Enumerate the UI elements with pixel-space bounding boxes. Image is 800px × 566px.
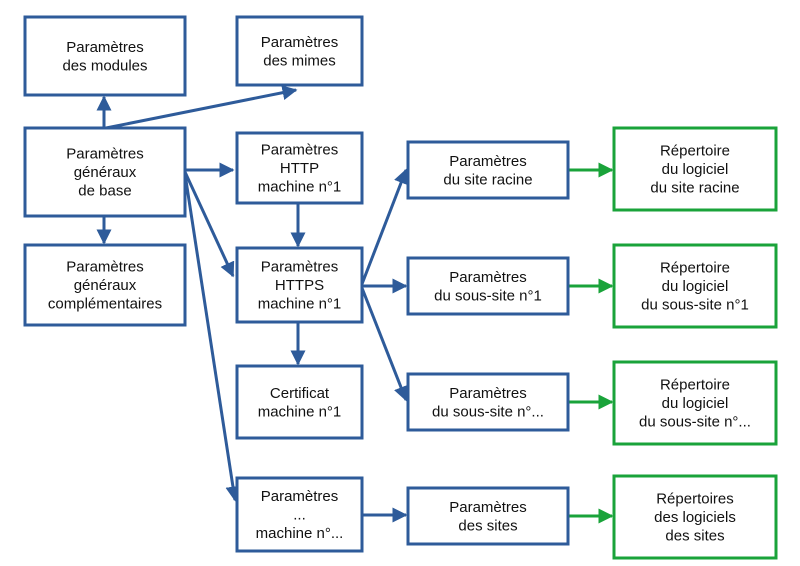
node-box-machine_n — [235, 476, 364, 553]
node-label-certificat-line-1: Certificat — [270, 385, 330, 402]
node-box-certificat — [235, 364, 364, 440]
edges — [96, 85, 614, 524]
node-label-rep_sous_site_n-line-2: du logiciel — [662, 395, 729, 412]
node-box-rep_sites — [612, 474, 778, 560]
node-box-mimes — [235, 15, 364, 87]
node-label-complementaires-line-3: complémentaires — [48, 296, 162, 313]
node-box-rep_sous_site_n — [612, 360, 778, 446]
edge-https-to-site_racine — [360, 168, 409, 285]
node-label-rep_racine-line-1: Répertoire — [660, 143, 730, 160]
node-label-rep_sous_site_1-line-3: du sous-site n°1 — [641, 297, 749, 314]
node-box-http — [235, 131, 364, 205]
edge-base-to-machine_n — [183, 173, 241, 502]
edge-https-to-sous_site_n — [360, 287, 409, 402]
node-label-complementaires-line-2: généraux — [74, 277, 137, 294]
node-label-rep_sites-line-2: des logiciels — [654, 509, 736, 526]
node-box-base — [23, 126, 187, 218]
node-label-base-line-3: de base — [78, 183, 131, 200]
node-box-complementaires — [23, 243, 187, 327]
node-label-modules-line-2: des modules — [62, 57, 147, 74]
node-label-sites-line-1: Paramètres — [449, 499, 527, 516]
node-label-mimes-line-2: des mimes — [263, 52, 336, 69]
node-label-sites-line-2: des sites — [458, 517, 517, 534]
node-label-complementaires-line-1: Paramètres — [66, 259, 144, 276]
edge-base-to-https — [183, 171, 235, 278]
node-machine_n: Paramètres...machine n°... — [235, 476, 364, 553]
node-label-rep_sous_site_n-line-3: du sous-site n°... — [639, 414, 751, 431]
node-box-site_racine — [406, 140, 570, 200]
node-label-rep_racine-line-2: du logiciel — [662, 161, 729, 178]
node-box-modules — [23, 15, 187, 97]
node-label-http-line-1: Paramètres — [261, 142, 339, 159]
node-label-sous_site_n-line-1: Paramètres — [449, 385, 527, 402]
node-label-machine_n-line-1: Paramètres — [261, 488, 339, 505]
edge-base-to-mimes — [105, 85, 298, 130]
node-label-mimes-line-1: Paramètres — [261, 34, 339, 51]
node-box-sous_site_n — [406, 372, 570, 432]
node-label-site_racine-line-1: Paramètres — [449, 153, 527, 170]
node-label-rep_sites-line-1: Répertoires — [656, 491, 734, 508]
node-label-rep_sites-line-3: des sites — [665, 528, 724, 545]
node-label-sous_site_1-line-1: Paramètres — [449, 269, 527, 286]
node-label-rep_racine-line-3: du site racine — [650, 180, 739, 197]
node-box-sous_site_1 — [406, 256, 570, 316]
node-box-sites — [406, 486, 570, 546]
node-label-https-line-2: HTTPS — [275, 277, 324, 294]
node-label-base-line-1: Paramètres — [66, 146, 144, 163]
node-label-machine_n-line-2: ... — [293, 507, 306, 524]
node-label-sous_site_1-line-2: du sous-site n°1 — [434, 287, 542, 304]
node-label-base-line-2: généraux — [74, 164, 137, 181]
node-box-https — [235, 246, 364, 324]
node-label-modules-line-1: Paramètres — [66, 39, 144, 56]
node-label-http-line-3: machine n°1 — [258, 179, 342, 196]
node-label-rep_sous_site_1-line-2: du logiciel — [662, 278, 729, 295]
node-label-rep_sous_site_1-line-1: Répertoire — [660, 260, 730, 277]
node-label-site_racine-line-2: du site racine — [443, 171, 532, 188]
node-label-machine_n-line-3: machine n°... — [256, 525, 344, 542]
node-label-rep_sous_site_n-line-1: Répertoire — [660, 377, 730, 394]
node-box-rep_racine — [612, 126, 778, 212]
node-label-certificat-line-2: machine n°1 — [258, 403, 342, 420]
node-label-sous_site_n-line-2: du sous-site n°... — [432, 403, 544, 420]
node-label-http-line-2: HTTP — [280, 160, 319, 177]
node-box-rep_sous_site_1 — [612, 243, 778, 329]
node-label-https-line-1: Paramètres — [261, 259, 339, 276]
node-label-https-line-3: machine n°1 — [258, 296, 342, 313]
